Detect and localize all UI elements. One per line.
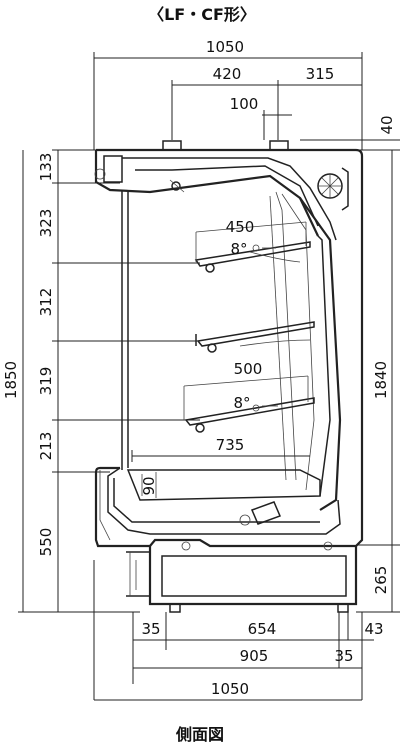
base-box xyxy=(126,546,358,613)
dim-213: 213 xyxy=(37,432,55,461)
dim-90: 90 xyxy=(140,476,158,495)
dim-40: 40 xyxy=(378,115,396,134)
dim-420: 420 xyxy=(213,65,242,83)
dim-905: 905 xyxy=(240,647,269,665)
shelf-3-depth: 500 xyxy=(234,360,263,378)
dim-133: 133 xyxy=(37,153,55,182)
dim-1840: 1840 xyxy=(372,361,390,399)
shelf-1-depth: 450 xyxy=(226,218,255,236)
dim-735: 735 xyxy=(216,436,245,454)
dim-1050-top: 1050 xyxy=(206,38,244,56)
drawing-title: 〈LF・CF形〉 xyxy=(148,5,256,24)
shelf-1-angle: 8° xyxy=(230,240,247,258)
dim-1850: 1850 xyxy=(2,361,20,399)
left-dimensions: 1850 133 323 312 319 213 550 xyxy=(2,149,200,613)
drawing-caption: 側面図 xyxy=(175,725,224,744)
shelf-3: 500 8° xyxy=(183,360,315,433)
dim-323: 323 xyxy=(37,209,55,238)
base-deck: 735 90 xyxy=(99,436,341,551)
shelf-3-angle: 8° xyxy=(233,394,250,412)
fan-icon xyxy=(317,167,349,211)
cabinet-outline: 450 8° 500 8° 735 xyxy=(94,140,364,613)
dim-319: 319 xyxy=(37,367,55,396)
dim-315: 315 xyxy=(306,65,335,83)
bottom-dimensions: 35 654 43 905 35 1050 xyxy=(93,560,384,701)
dim-550: 550 xyxy=(37,528,55,557)
dim-312: 312 xyxy=(37,288,55,317)
dim-265: 265 xyxy=(372,566,390,595)
dim-35-left: 35 xyxy=(141,620,160,638)
top-dimensions: 1050 420 315 100 40 xyxy=(93,38,400,151)
dim-35-right: 35 xyxy=(334,647,353,665)
right-dimensions: 1840 265 xyxy=(356,149,400,613)
dim-1050-bottom: 1050 xyxy=(211,680,249,698)
shelf-1: 450 8° xyxy=(194,218,311,273)
dim-654: 654 xyxy=(248,620,277,638)
shelf-2 xyxy=(195,321,315,353)
dim-100: 100 xyxy=(230,95,259,113)
dim-43: 43 xyxy=(364,620,383,638)
